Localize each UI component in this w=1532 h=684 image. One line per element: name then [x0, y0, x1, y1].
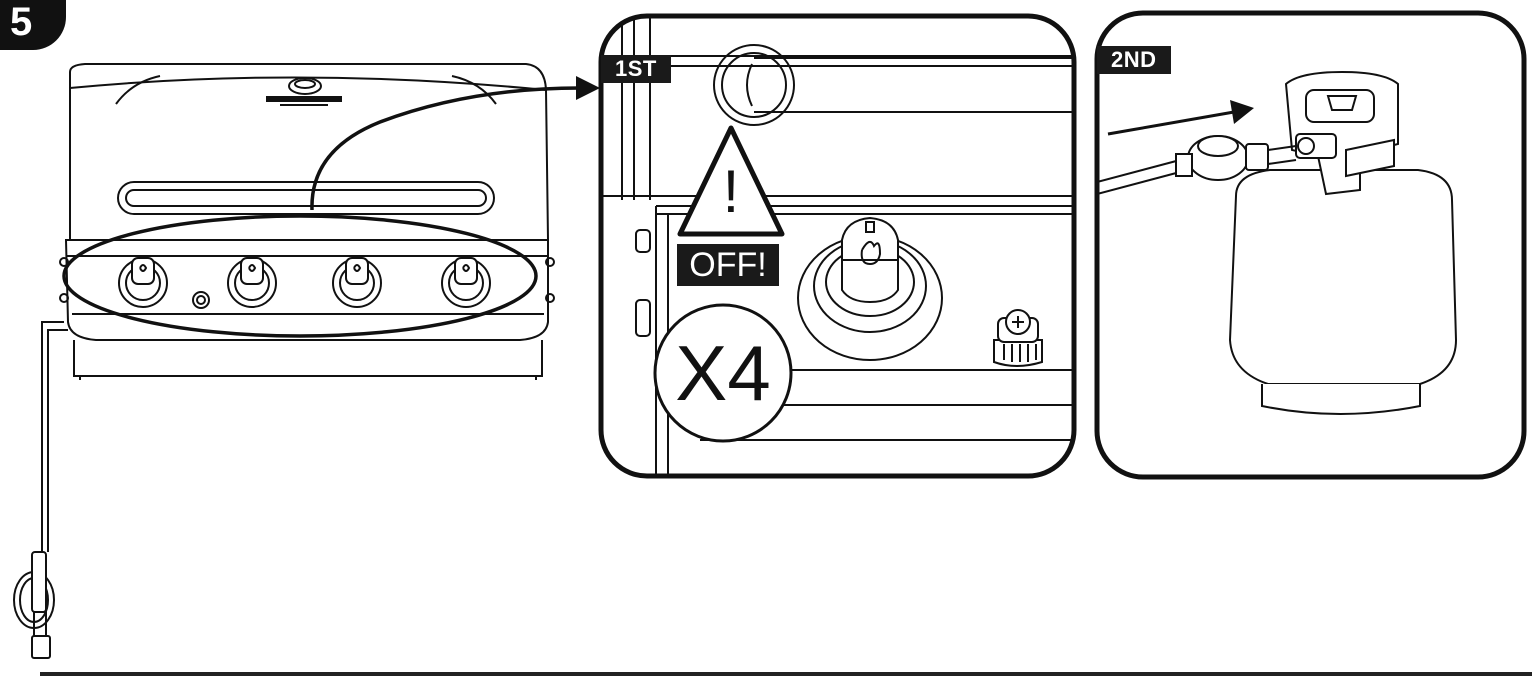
supply-hose [1097, 159, 1181, 183]
burner-knob-closeup [797, 216, 943, 361]
tag-second-label: 2ND [1111, 47, 1157, 72]
regulator [1175, 135, 1297, 181]
panel-second [1097, 70, 1458, 415]
callout-arrow [310, 86, 581, 211]
tag-second: 2ND [1097, 46, 1171, 74]
flame-icon [860, 240, 882, 266]
callout-arrow-head [576, 76, 600, 100]
panel-first [601, 16, 1074, 476]
tag-first: 1ST [601, 55, 671, 83]
warning-triangle-icon [677, 125, 785, 237]
connect-arrow [1107, 110, 1235, 136]
connect-arrow-head [1230, 100, 1254, 124]
firebox [73, 340, 543, 377]
tag-first-label: 1ST [615, 56, 657, 81]
hose-regulator [13, 551, 55, 659]
burner-knob-4 [441, 257, 491, 308]
panel-first-frame [598, 13, 1077, 479]
knobs-highlight-ellipse [62, 214, 538, 338]
igniter-closeup [993, 309, 1043, 367]
count-circle [653, 303, 793, 443]
step-number-badge: 5 [0, 0, 66, 50]
lid-handle-closeup [713, 44, 1074, 126]
warning-exclamation: ! [722, 158, 740, 225]
step-number: 5 [10, 0, 33, 44]
burner-knob-3 [332, 257, 382, 308]
propane-tank [1228, 169, 1458, 385]
gas-hose [41, 321, 64, 552]
grill-overview [13, 63, 581, 659]
panel-second-frame [1094, 10, 1527, 480]
quantity-label: X4 [675, 329, 771, 417]
igniter-button [192, 291, 210, 309]
bottom-divider [40, 672, 1532, 676]
lid-logo-text [266, 96, 342, 102]
off-warning-label: OFF! [677, 244, 779, 286]
lid-handle [117, 181, 495, 215]
burner-knob-1 [118, 257, 168, 308]
burner-knob-2 [227, 257, 277, 308]
